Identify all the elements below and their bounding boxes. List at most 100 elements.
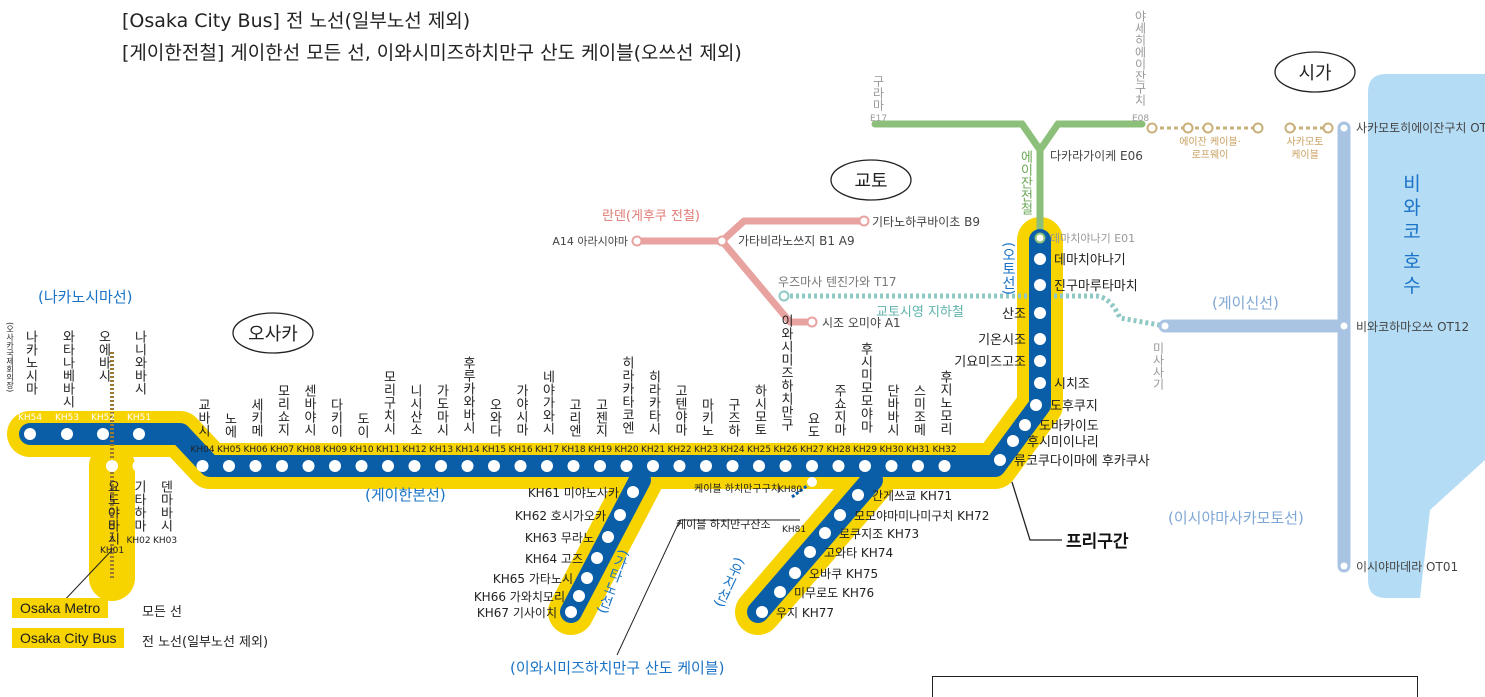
station-code-kh14: KH14 [455, 445, 479, 455]
station-code-kh02: KH02 [126, 536, 150, 546]
station-kh02 [132, 460, 145, 472]
station-name-kh34: 후시미이나리 [1027, 435, 1099, 450]
station-code-kh01: KH01 [100, 546, 124, 556]
station-code-kh53: KH53 [55, 413, 79, 423]
station-name-b9: 기타노하쿠바이초 B9 [872, 215, 980, 229]
station-name-a14: A14 아라시야마 [552, 235, 628, 248]
station-name-kh75: 오바쿠 KH75 [809, 567, 878, 581]
station-kh63 [602, 531, 614, 543]
station-kh75 [789, 567, 801, 579]
station-code-kh07: KH07 [270, 445, 294, 455]
station-kh66 [573, 590, 585, 602]
station-kh37 [1034, 377, 1046, 389]
station-ot12 [1338, 320, 1350, 332]
cable-line-label: (이와시미즈하치만구 산도 케이블) [510, 659, 724, 677]
cable-pointer [616, 519, 800, 656]
legend-pointer [59, 549, 113, 606]
lake-biwa-shape [1368, 74, 1485, 598]
station-name-kh02: 기타하마 [131, 480, 146, 532]
station-code-kh54: KH54 [18, 413, 42, 423]
kyoto-label: 교토 [854, 171, 887, 192]
station-name-t17: 우즈마사 텐진가와 T17 [778, 275, 897, 289]
station-kh20 [620, 460, 633, 472]
station-kh21 [647, 460, 659, 472]
station-code-e08: E08 [1132, 114, 1149, 124]
station-name-e06: 다카라가이케 E06 [1050, 149, 1143, 163]
station-kh26 [779, 460, 792, 472]
station-name-kh32: 후지노모리 [937, 370, 952, 435]
station-kh07 [276, 460, 288, 472]
station-name-kh16: 가야시마 [513, 384, 528, 436]
station-name-kh76: 미무로도 KH76 [794, 586, 874, 600]
kyoto-oval [830, 159, 912, 201]
station-kh54 [24, 428, 36, 440]
station-kh65 [581, 572, 593, 584]
station-kh27 [806, 460, 818, 472]
free-zone-label: 프리구간 [1066, 532, 1129, 552]
station-name-e08: 야세히에이잔구치 [1133, 10, 1147, 106]
station-name-kh65: KH65 가타노시 [493, 572, 573, 586]
header-line-2: [게이한전철] 게이한선 모든 선, 이와시미즈하치만구 산도 케이블(오쓰선 … [122, 42, 742, 64]
station-code-kh21: KH21 [641, 445, 665, 455]
shiga-oval [1274, 51, 1356, 93]
station-kh04 [196, 460, 209, 472]
station-kh35 [1019, 419, 1031, 431]
station-code-kh29: KH29 [853, 445, 877, 455]
station-name-kh67: KH67 기사이치 [477, 606, 557, 620]
station-code-kh08: KH08 [296, 445, 320, 455]
station-name-ot12: 비와코하마오쓰 OT12 [1356, 320, 1469, 334]
station-kh64 [591, 552, 603, 564]
station-code-kh19: KH19 [588, 445, 612, 455]
randen-line [633, 217, 866, 326]
station-name-kh24: 구즈하 [725, 398, 740, 437]
station-name-kh36: 도후쿠지 [1050, 399, 1098, 414]
station-name-kh62: KH62 호시가오카 [515, 509, 606, 523]
station-name-kh31: 스미조메 [911, 384, 926, 436]
keihan-main-line-label: (게이한본선) [365, 486, 446, 504]
station-name-kh30: 단바바시 [884, 384, 899, 436]
station-kh30 [885, 460, 898, 472]
station-name-kh23: 마키노 [699, 398, 714, 437]
station-name-kh39: 기온시조 [978, 333, 1026, 348]
station-kh33 [994, 454, 1006, 466]
station-name-kh08: 센바야시 [301, 384, 316, 436]
station-kh22 [673, 460, 686, 472]
cable-station-0 [1146, 122, 1158, 134]
station-code-kh32: KH32 [932, 445, 956, 455]
station-kh36 [1030, 399, 1042, 411]
station-name-kh35: 도바카이도 [1039, 419, 1099, 434]
eizan-cable-label: 에이잔 케이블· [1179, 136, 1241, 148]
station-code-kh31: KH31 [906, 445, 930, 455]
station-kh53 [61, 428, 73, 440]
station-kh25 [753, 460, 765, 472]
station-kh28 [832, 460, 845, 472]
station-kh24 [726, 460, 739, 472]
keishin-line-label: (게이신선) [1212, 294, 1279, 312]
station-name-kh11: 모리구치시 [381, 370, 396, 435]
station-name-kh22: 고텐야마 [672, 384, 687, 436]
station-e01 [1034, 232, 1046, 244]
station-name-kh25: 하시모토 [752, 384, 767, 436]
shiga-label: 시가 [1298, 63, 1331, 84]
station-kh67 [565, 606, 577, 618]
station-ot21 [1338, 122, 1350, 134]
station-kh72 [834, 509, 846, 521]
station-code-kh11: KH11 [376, 445, 400, 455]
station-a14 [631, 235, 643, 247]
osaka-oval [232, 312, 314, 354]
station-code-kh06: KH06 [243, 445, 267, 455]
station-code-kh22: KH22 [667, 445, 691, 455]
legend-bus-text: 전 노선(일부노선 제외) [142, 635, 269, 650]
header-line-1: [Osaka City Bus] 전 노선(일부노선 제외) [122, 10, 471, 32]
station-kh13 [435, 460, 447, 472]
station-note: (오사카국제회의장) [5, 322, 14, 392]
station-name-kh52: 오에바시 [96, 330, 111, 382]
station-code-kh05: KH05 [217, 445, 241, 455]
station-kh10 [355, 460, 368, 472]
station-name-kh54: 나카노시마 [23, 330, 38, 395]
station-name-kh66: KH66 가와치모리 [474, 590, 565, 604]
station-kh76 [774, 586, 786, 598]
station-name-kh15: 오와다 [487, 398, 502, 437]
eizan-cable-label-2: 로프웨이 [1192, 149, 1229, 161]
